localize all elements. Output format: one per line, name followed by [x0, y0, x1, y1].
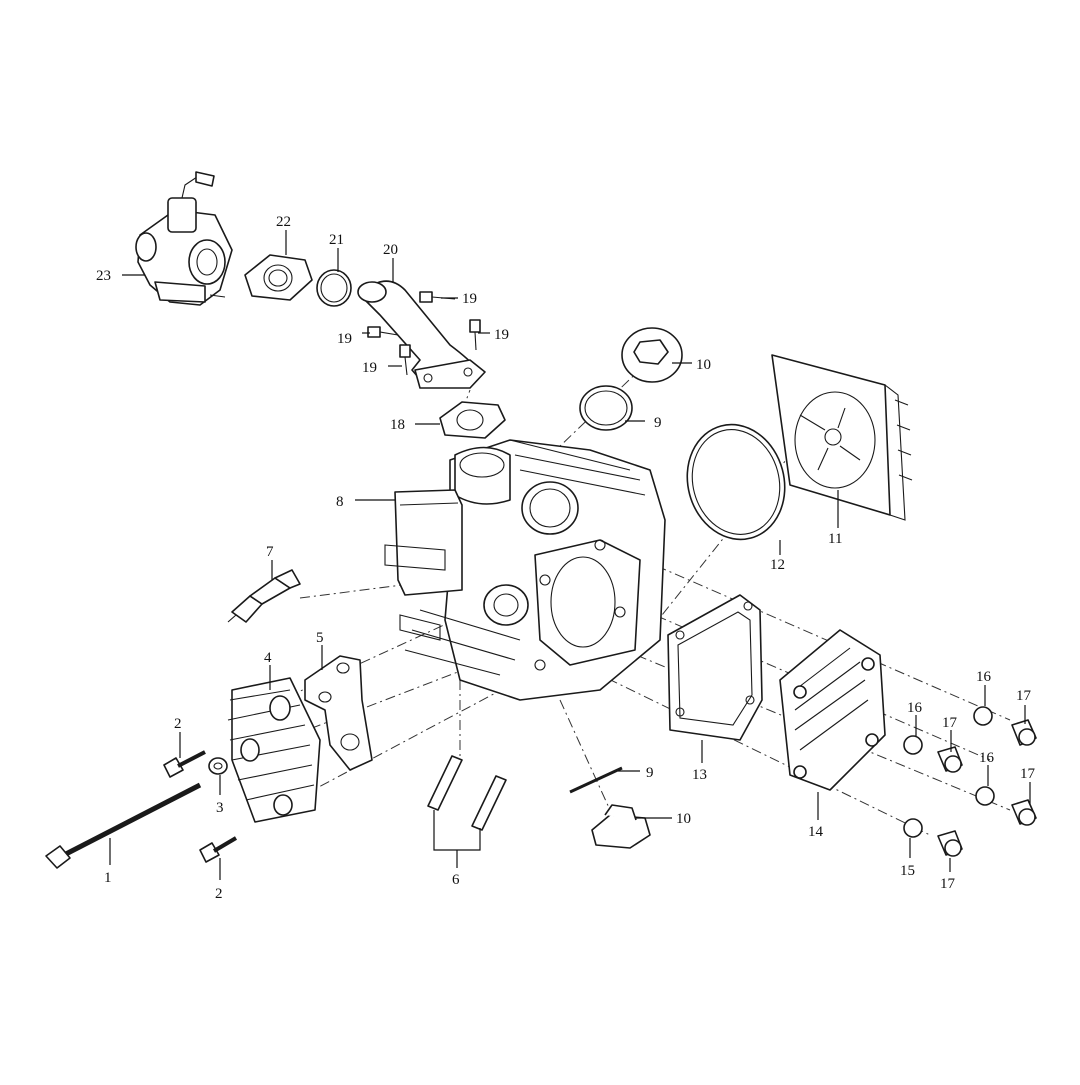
carburetor [135, 171, 233, 306]
short-bolt-lower [199, 836, 238, 863]
large-o-ring [686, 423, 786, 541]
intake-pipe [357, 280, 486, 389]
lower-pin [569, 766, 623, 794]
callout-11: 11 [828, 531, 842, 547]
callout-17-c: 17 [1020, 766, 1036, 782]
top-cap [621, 327, 683, 383]
callout-17-a: 17 [1016, 688, 1032, 704]
callout-6: 6 [452, 872, 460, 888]
callout-21: 21 [329, 232, 344, 248]
callout-18: 18 [390, 417, 405, 433]
head-gasket [667, 594, 763, 741]
callout-20: 20 [383, 242, 398, 258]
intake-bolts [367, 291, 481, 376]
callout-5: 5 [316, 630, 324, 646]
callout-13: 13 [692, 767, 707, 783]
callout-8: 8 [336, 494, 344, 510]
rocker-block [384, 489, 463, 641]
leader-lines [109, 230, 1031, 880]
callout-9-bottom: 9 [646, 765, 654, 781]
finned-cover [227, 677, 321, 823]
callout-16-c: 16 [979, 750, 995, 766]
callout-9-top: 9 [654, 415, 662, 431]
studs [427, 755, 507, 831]
callout-22: 22 [276, 214, 291, 230]
callout-2-upper: 2 [174, 716, 182, 732]
callout-19-b: 19 [337, 331, 352, 347]
long-bolt [45, 782, 202, 869]
o-ring-21 [316, 269, 352, 307]
callout-17-b: 17 [942, 715, 958, 731]
side-gasket [304, 655, 373, 771]
spark-plug [227, 569, 301, 623]
callout-23: 23 [96, 268, 111, 284]
callout-12: 12 [770, 557, 785, 573]
intake-gasket [439, 401, 506, 439]
callout-2-lower: 2 [215, 886, 223, 902]
short-bolt-upper [163, 750, 206, 778]
cap-nuts [937, 719, 1037, 857]
callout-15: 15 [900, 863, 915, 879]
callout-10-bottom: 10 [676, 811, 691, 827]
side-cover [771, 354, 913, 521]
carburetor-gasket [244, 254, 313, 301]
o-ring-9-top [579, 385, 633, 431]
washer-3 [208, 757, 228, 775]
callout-16-a: 16 [976, 669, 992, 685]
callout-4: 4 [264, 650, 272, 666]
lower-plug [591, 804, 651, 849]
callout-3: 3 [216, 800, 224, 816]
callout-14: 14 [808, 824, 824, 840]
washers [903, 706, 995, 838]
callout-19-c: 19 [494, 327, 509, 343]
callout-19-d: 19 [362, 360, 377, 376]
callout-labels: 1 2 2 3 4 5 6 7 8 9 9 10 10 11 12 13 14 … [96, 214, 1036, 902]
cylinder-head [399, 439, 666, 701]
callout-7: 7 [266, 544, 274, 560]
callout-17-d: 17 [940, 876, 956, 892]
callout-1: 1 [104, 870, 112, 886]
callout-16-b: 16 [907, 700, 923, 716]
callout-10-top: 10 [696, 357, 711, 373]
callout-19-a: 19 [462, 291, 477, 307]
valve-cover [779, 629, 886, 791]
